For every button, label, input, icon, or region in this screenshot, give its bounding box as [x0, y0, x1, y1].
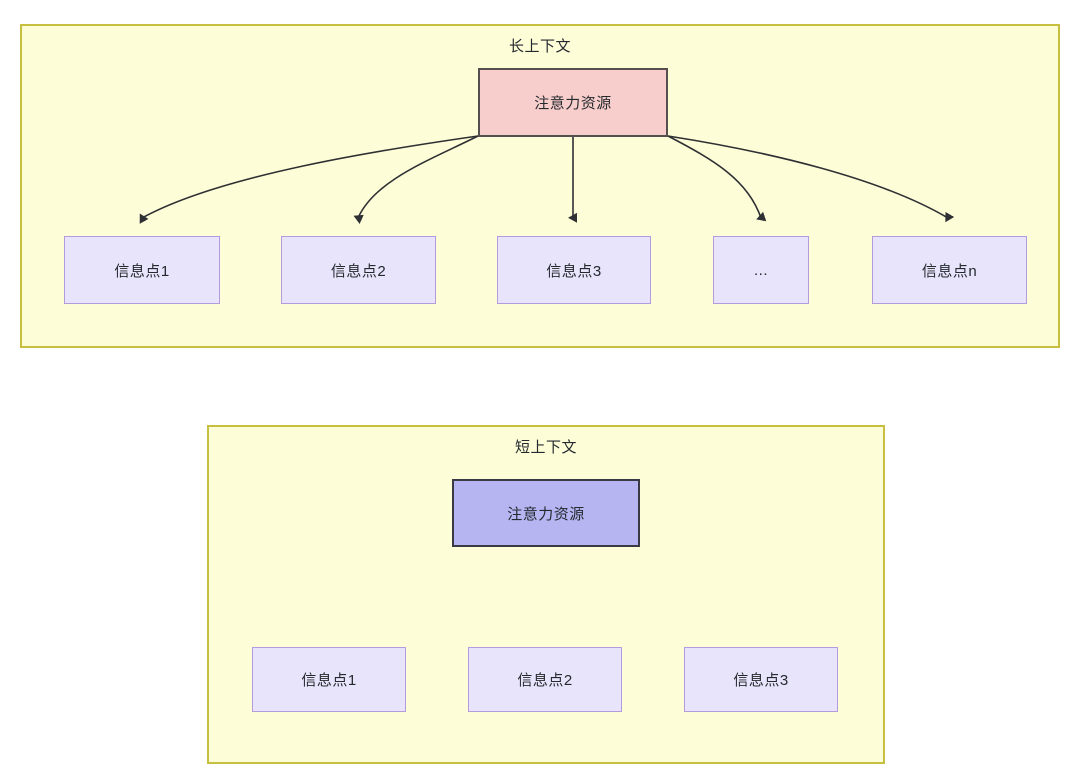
node-info-point-short-3[interactable]: 信息点3: [684, 647, 838, 712]
group-long-context-title: 长上下文: [508, 38, 571, 55]
node-attention-resource-short[interactable]: 注意力资源: [452, 479, 640, 547]
node-info-point-long-3[interactable]: 信息点3: [497, 236, 651, 304]
node-info-point-short-1[interactable]: 信息点1: [252, 647, 406, 712]
node-info-point-long-ellipsis[interactable]: ...: [713, 236, 809, 304]
node-info-point-long-1[interactable]: 信息点1: [64, 236, 220, 304]
node-attention-resource-long[interactable]: 注意力资源: [478, 68, 668, 137]
group-short-context-title: 短上下文: [514, 439, 577, 456]
node-info-point-long-n[interactable]: 信息点n: [872, 236, 1027, 304]
group-short-context[interactable]: 短上下文: [207, 425, 885, 764]
node-info-point-short-2[interactable]: 信息点2: [468, 647, 622, 712]
node-info-point-long-2[interactable]: 信息点2: [281, 236, 436, 304]
